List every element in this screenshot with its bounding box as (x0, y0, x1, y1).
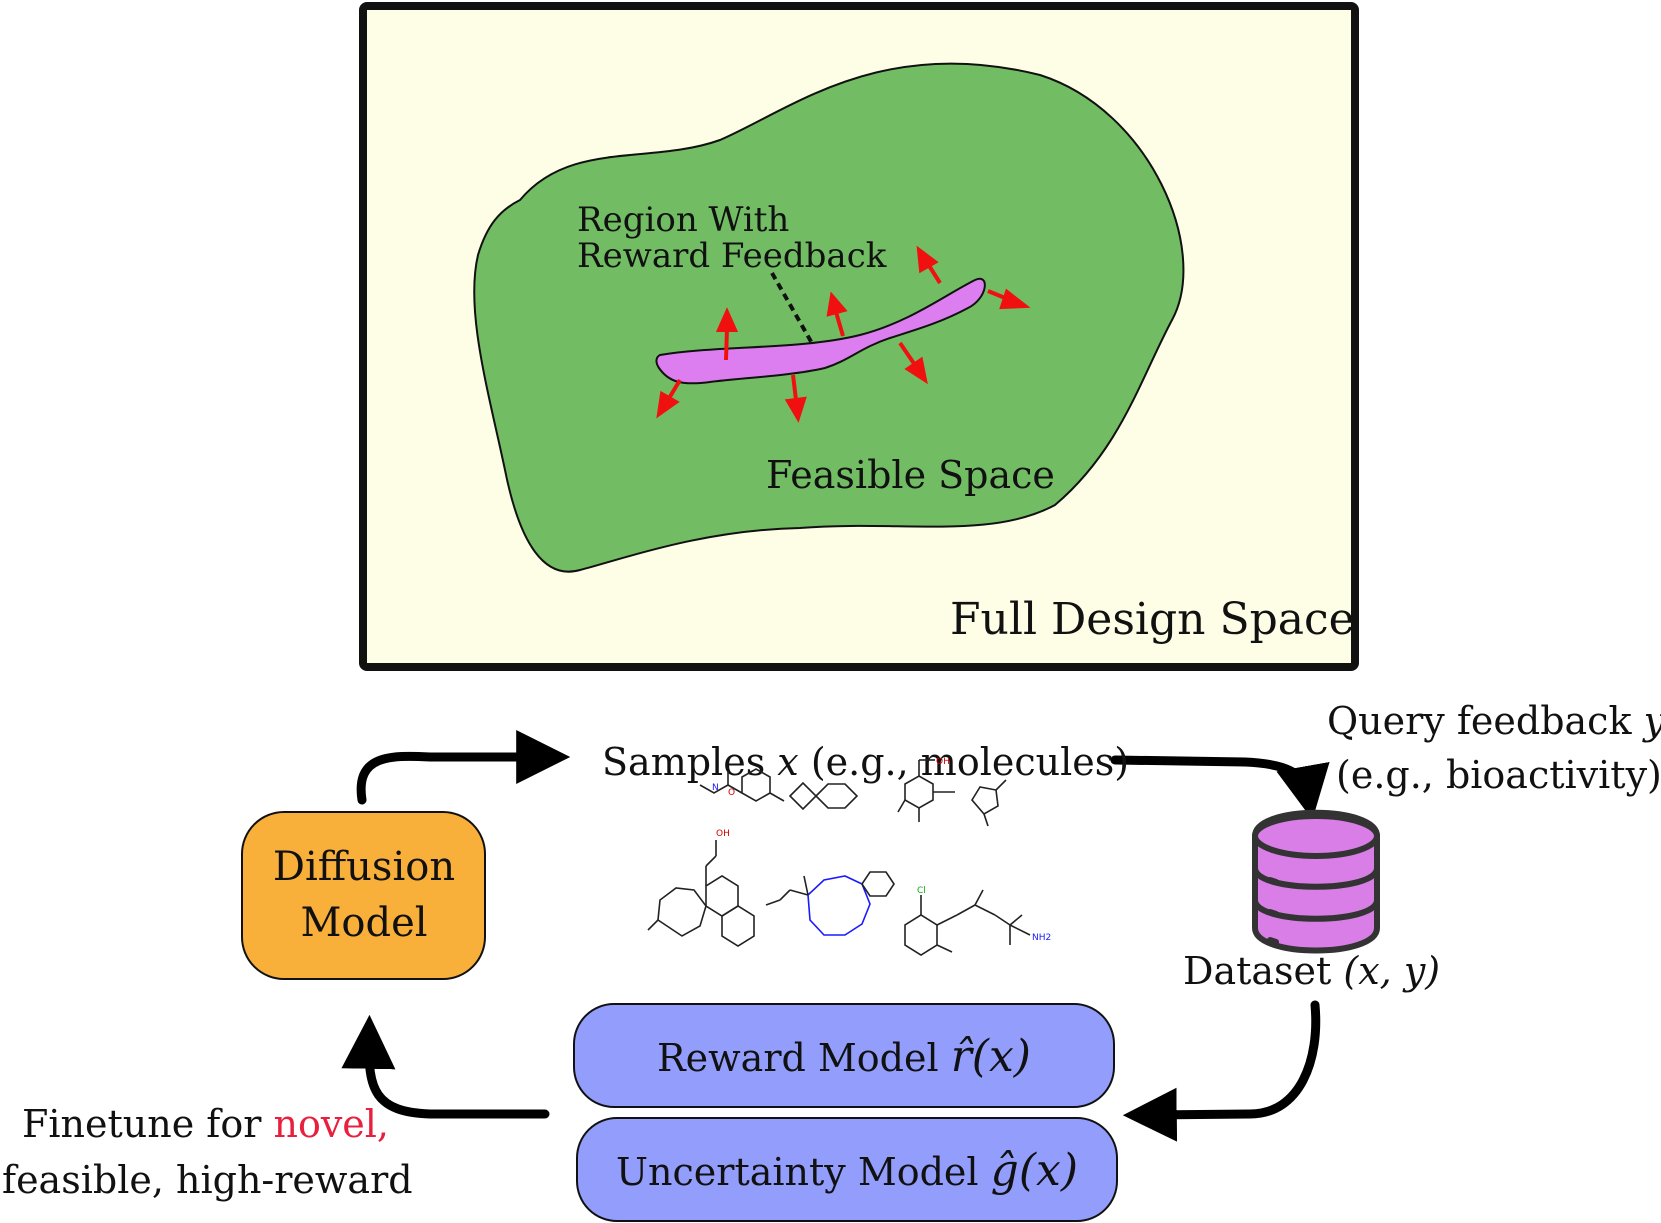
uncertainty-model-label: Uncertainty Model ĝ(x) (616, 1145, 1078, 1196)
reward-model-function: r̂(x) (951, 1031, 1031, 1082)
arrow-diffusion-to-samples (356, 730, 571, 805)
arrow-dataset-to-models (1122, 1000, 1321, 1142)
atom-label-oh: OH (936, 757, 950, 767)
red-arrow-down-right (898, 341, 928, 385)
query-feedback-label: Query feedback y (1327, 699, 1661, 743)
query-example-label: (e.g., bioactivity) (1336, 753, 1661, 797)
molecule-2: OH (897, 757, 1007, 827)
diffusion-model-box (241, 811, 486, 980)
red-arrow-down-mid (784, 374, 807, 423)
region-pointer-line (770, 272, 815, 346)
uncertainty-model-text: Uncertainty Model (616, 1150, 979, 1194)
reward-gradient-arrows (656, 245, 1031, 423)
molecule-1: O N (699, 768, 859, 811)
query-text: Query feedback (1327, 699, 1632, 743)
diffusion-model-label-line1: Diffusion (273, 844, 455, 890)
reward-feedback-region (655, 277, 986, 385)
region-label-line2: Reward Feedback (577, 236, 887, 276)
samples-variable: x (777, 740, 798, 784)
red-arrow-up-right (916, 245, 942, 285)
design-space-panel: Region With Reward Feedback Feasible Spa… (359, 2, 1359, 671)
molecule-structures: O N OH OH (647, 757, 1051, 956)
diffusion-model-node: Diffusion Model (241, 811, 486, 980)
red-arrow-up-mid (826, 291, 848, 337)
reward-model-node: Reward Model r̂(x) (573, 1003, 1115, 1108)
region-label-line1: Region With (577, 200, 789, 240)
feasible-space-blob (473, 62, 1185, 573)
full-design-space-label: Full Design Space (950, 594, 1355, 645)
reward-model-box (573, 1003, 1115, 1108)
finetune-highlight-novel: novel, (273, 1102, 389, 1146)
finetune-label-line2: feasible, high-reward (2, 1158, 413, 1202)
feasible-space-label: Feasible Space (766, 453, 1055, 497)
uncertainty-model-node: Uncertainty Model ĝ(x) (576, 1117, 1118, 1222)
finetune-prefix: Finetune for (22, 1102, 262, 1146)
dataset-variables: (x, y) (1343, 949, 1440, 993)
samples-text: Samples (602, 740, 765, 784)
uncertainty-model-box (576, 1117, 1118, 1222)
atom-label-oh-2: OH (716, 829, 730, 839)
dataset-text: Dataset (1183, 949, 1331, 993)
reward-model-label: Reward Model r̂(x) (657, 1031, 1031, 1082)
database-icon (1252, 809, 1380, 954)
loop-arrows (341, 730, 1330, 1142)
finetune-label-line1: Finetune for novel, (22, 1102, 389, 1146)
atom-label-n: N (712, 783, 719, 793)
samples-example: (e.g., molecules) (811, 740, 1129, 784)
red-arrow-down-left (656, 378, 682, 419)
uncertainty-model-function: ĝ(x) (991, 1145, 1078, 1196)
molecule-4 (765, 871, 895, 936)
arrow-samples-to-dataset (1110, 755, 1330, 820)
atom-label-cl: Cl (917, 886, 926, 896)
reward-model-text: Reward Model (657, 1036, 939, 1080)
diffusion-model-label-line2: Model (300, 900, 427, 946)
red-arrow-up-left (715, 307, 739, 361)
arrow-models-to-diffusion (341, 1014, 550, 1119)
dataset-label: Dataset (x, y) (1183, 949, 1440, 993)
samples-label: Samples x (e.g., molecules) (602, 740, 1129, 784)
molecule-3: OH (647, 829, 755, 947)
atom-label-o: O (728, 788, 735, 798)
molecule-5: Cl NH2 (904, 886, 1051, 956)
query-variable: y (1642, 699, 1661, 743)
atom-label-nh2: NH2 (1032, 933, 1051, 943)
red-arrow-right (987, 288, 1031, 310)
